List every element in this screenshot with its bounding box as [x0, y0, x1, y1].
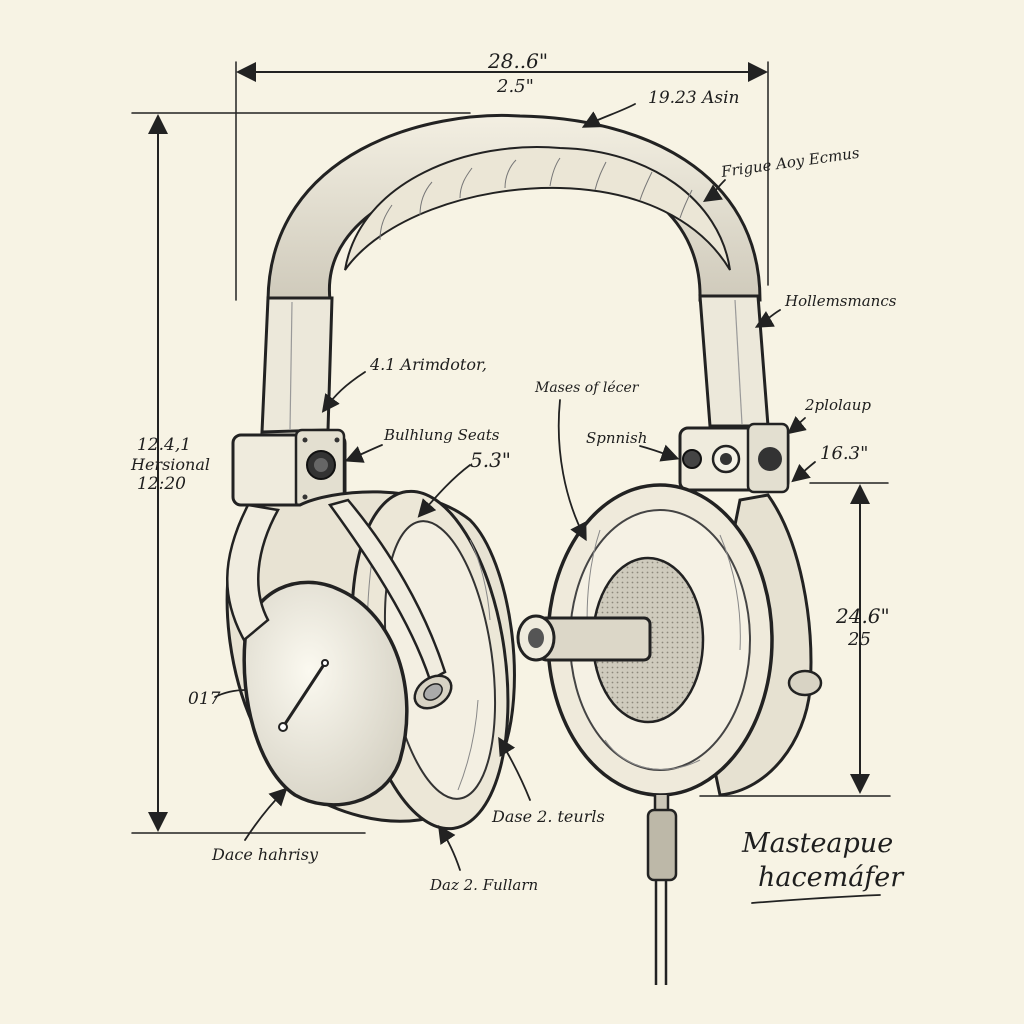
right-ear-cup	[516, 483, 823, 985]
left-ear-cup	[225, 489, 516, 831]
label-right-hinge-upper: 2plolaup	[804, 396, 871, 414]
label-left-arm: 4.1 Arimdotor,	[369, 355, 487, 374]
dimension-lines	[131, 61, 891, 834]
label-left-hinge: Bulhlung Seats	[383, 426, 500, 444]
label-slider-right: Hollemsmancs	[784, 292, 897, 310]
label-band-right: Frigue Aoy Ecmus	[719, 144, 861, 181]
label-dim-top-2: 2.5"	[496, 76, 534, 97]
label-spinish: Spnnish	[586, 429, 647, 447]
headband	[260, 113, 770, 434]
label-left-dim-2: Hersional	[130, 455, 210, 474]
signature-line-2: hacemáfer	[758, 862, 905, 893]
right-hinge	[678, 422, 790, 494]
label-cup-bottom: Daz 2. Fullarn	[429, 876, 538, 894]
label-pads-note: Mases of lécer	[534, 380, 640, 396]
label-dim-top-1: 28..6"	[487, 49, 548, 73]
label-left-dim-1: 12.4,1	[137, 435, 191, 455]
leader-lines	[214, 103, 881, 904]
label-right-hinge-size: 16.3"	[820, 443, 868, 464]
label-pad-bottom: Dase 2. teurls	[491, 807, 605, 826]
label-right-dim-2: 25	[847, 629, 871, 650]
signature-line-1: Masteapue	[741, 828, 893, 859]
label-right-dim-1: 24.6"	[835, 604, 890, 628]
label-base-left: Dace hahrisy	[211, 845, 319, 864]
label-left-dim-3: 12:20	[137, 474, 186, 494]
label-cup-mark: 017	[188, 689, 221, 709]
label-cup-depth: 5.3"	[470, 448, 511, 472]
label-band-top: 19.23 Asin	[648, 88, 739, 108]
